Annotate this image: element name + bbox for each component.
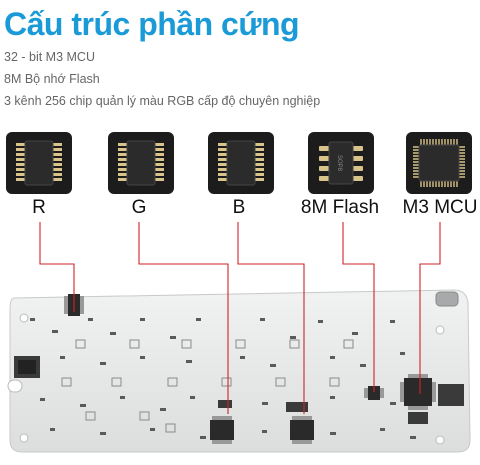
board-chip-mcu — [400, 374, 464, 424]
rgb-driver-chip-icon — [218, 140, 264, 186]
page-title: Cấu trúc phần cứng — [4, 6, 300, 42]
chip-card-g — [108, 132, 174, 194]
flash-chip-marking: SOP8 — [336, 155, 342, 172]
board-chip-b — [286, 402, 314, 444]
leader-line-g — [138, 222, 229, 414]
spec-flash: 8M Bộ nhớ Flash — [4, 72, 100, 86]
left-module — [14, 356, 40, 378]
leader-line-mcu — [419, 222, 441, 394]
flash-chip-icon: SOP8 — [319, 141, 363, 185]
rgb-driver-chip-icon — [118, 140, 164, 186]
chip-card-r — [6, 132, 72, 194]
spec-mcu: 32 - bit M3 MCU — [4, 50, 95, 64]
leader-line-b — [237, 222, 305, 414]
rgb-driver-chip-icon — [16, 140, 62, 186]
chip-card-flash: SOP8 — [308, 132, 374, 194]
spec-rgb: 3 kênh 256 chip quản lý màu RGB cấp độ c… — [4, 94, 321, 108]
leader-line-flash — [342, 222, 375, 392]
leader-lines — [39, 222, 441, 414]
label-g: G — [131, 197, 147, 218]
label-flash: 8M Flash — [300, 197, 380, 218]
mcu-chip-icon — [413, 139, 465, 187]
led-footprints — [61, 339, 354, 433]
chip-card-b — [208, 132, 274, 194]
chip-card-mcu — [406, 132, 472, 194]
label-b: B — [232, 197, 246, 218]
leader-line-r — [39, 222, 75, 312]
label-mcu: M3 MCU — [402, 197, 478, 218]
pcb-board — [7, 289, 471, 453]
board-chip-flash — [364, 386, 384, 400]
board-chip-g — [210, 400, 234, 444]
label-r: R — [32, 197, 46, 218]
smd-components — [30, 318, 416, 439]
